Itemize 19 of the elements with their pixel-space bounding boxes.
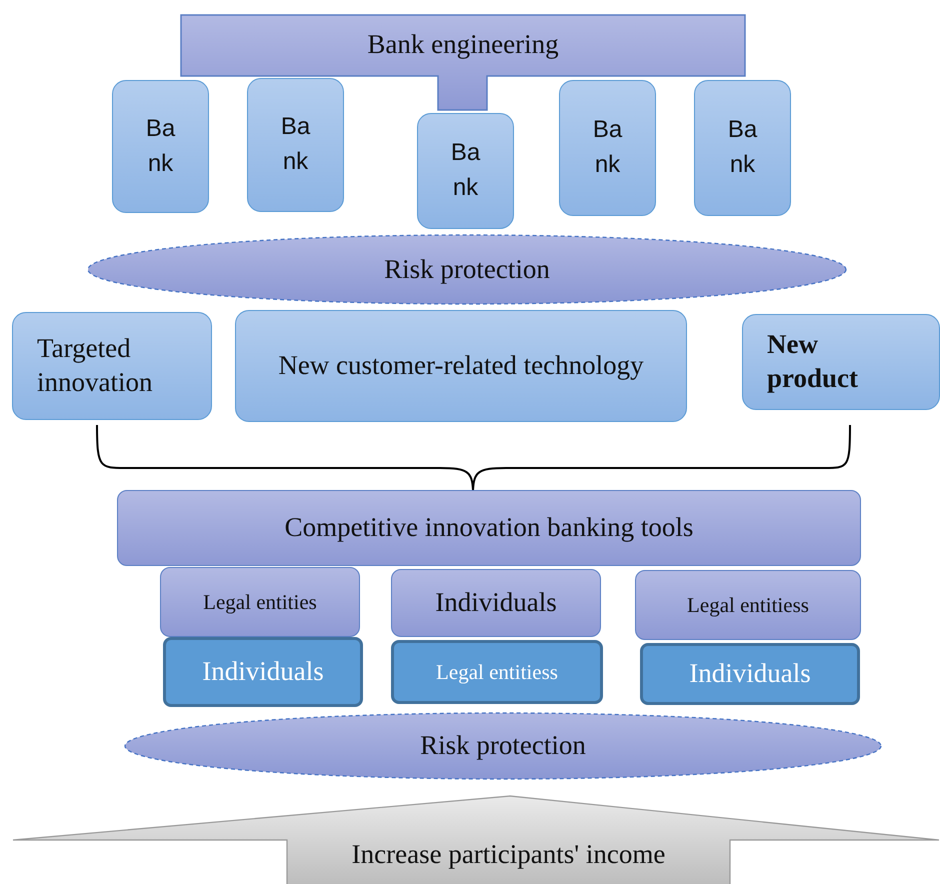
- rounded-box: Individuals: [163, 637, 363, 707]
- rounded-box: New product: [742, 314, 940, 410]
- rounded-box: Targeted innovation: [12, 312, 212, 420]
- rounded-box: Legal entities: [160, 567, 360, 637]
- rounded-box: New customer-related technology: [235, 310, 687, 422]
- rounded-box: Bank: [694, 80, 791, 216]
- node-label: Increase participants' income: [352, 838, 666, 872]
- rounded-box: Individuals: [391, 569, 601, 637]
- rounded-box: Bank: [417, 113, 514, 229]
- rounded-box: Bank: [112, 80, 209, 213]
- rounded-box: Legal entitiess: [635, 570, 861, 640]
- node-label: Risk protection: [384, 252, 550, 286]
- rounded-box: Bank: [247, 78, 344, 212]
- rounded-box: Bank: [559, 80, 656, 216]
- node-label: Bank engineering: [367, 28, 559, 61]
- rounded-box: Competitive innovation banking tools: [117, 490, 861, 566]
- rounded-box: Legal entitiess: [391, 640, 603, 704]
- rounded-box: Individuals: [640, 643, 860, 705]
- node-label: Risk protection: [420, 729, 586, 762]
